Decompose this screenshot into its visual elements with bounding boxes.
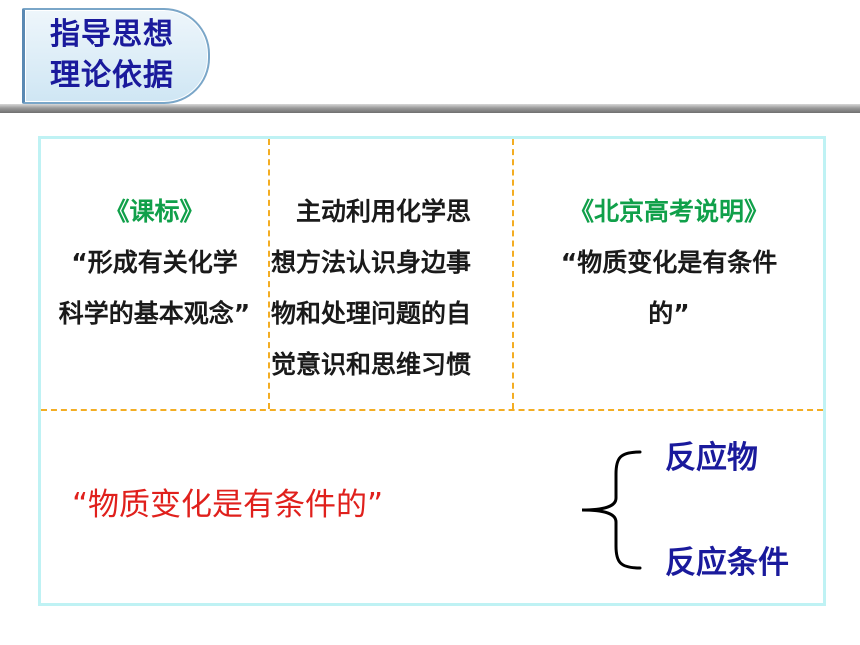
row-divider xyxy=(41,409,823,411)
branch-reaction-conditions: 反应条件 xyxy=(665,545,789,581)
page-title-line-2: 理论依据 xyxy=(50,58,174,93)
column-consciousness-line: 想方法认识身边事 xyxy=(271,248,472,277)
column-consciousness-line: 物和处理问题的自 xyxy=(271,299,472,328)
column-consciousness-line: 主动利用化学思 xyxy=(271,197,472,226)
column-exam-guide-line: “物质变化是有条件 xyxy=(560,248,778,277)
header-tab xyxy=(22,8,210,104)
column-divider-1 xyxy=(268,139,270,409)
column-curriculum-line: “形成有关化学 xyxy=(71,248,238,277)
column-curriculum-title: 《课标》 xyxy=(104,197,205,226)
column-curriculum-line: 科学的基本观念” xyxy=(58,299,251,328)
column-exam-guide-line: 的” xyxy=(648,299,690,328)
column-exam-guide-title: 《北京高考说明》 xyxy=(568,197,769,226)
page-title: 指导思想 理论依据 xyxy=(50,14,200,96)
column-curriculum: 《课标》 “形成有关化学 科学的基本观念” xyxy=(41,186,268,339)
column-divider-2 xyxy=(512,139,514,409)
header-divider xyxy=(0,104,860,113)
branch-reactants: 反应物 xyxy=(665,440,758,476)
column-consciousness-line: 觉意识和思维习惯 xyxy=(271,350,472,379)
curly-brace-icon xyxy=(581,450,642,570)
statement-text: “物质变化是有条件的” xyxy=(72,487,384,523)
page-title-line-1: 指导思想 xyxy=(50,17,174,52)
content-frame: 《课标》 “形成有关化学 科学的基本观念” 主动利用化学思 想方法认识身边事 物… xyxy=(38,136,826,606)
column-exam-guide: 《北京高考说明》 “物质变化是有条件 的” xyxy=(515,186,823,339)
column-consciousness: 主动利用化学思 想方法认识身边事 物和处理问题的自 觉意识和思维习惯 xyxy=(271,186,507,390)
